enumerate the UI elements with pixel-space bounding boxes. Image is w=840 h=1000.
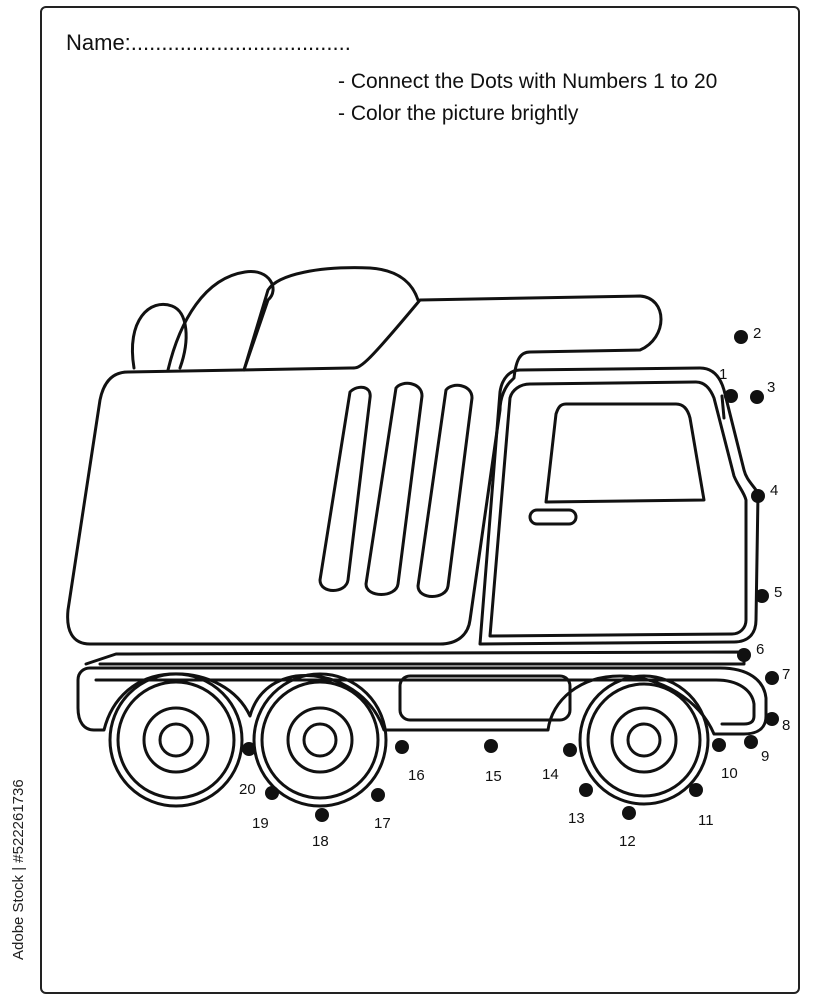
stock-id-watermark: Adobe Stock | #522261736: [10, 779, 27, 960]
fuel-tank: [398, 674, 572, 722]
bed-rib-2: [364, 381, 424, 596]
dot-10: 10: [712, 738, 738, 782]
dump-bed: [66, 294, 663, 646]
dot-13: 13: [568, 783, 593, 827]
dot-number-8: 8: [782, 717, 790, 734]
chassis-body: [76, 666, 768, 736]
dot-3: 3: [750, 379, 775, 404]
dot-15: 15: [484, 739, 502, 785]
dot-marker-1: [724, 389, 738, 403]
dot-2: 2: [734, 325, 761, 344]
dot-number-5: 5: [774, 584, 782, 601]
bed-rib-3: [416, 383, 474, 598]
dot-number-9: 9: [761, 748, 769, 765]
instruction-connect-dots: - Connect the Dots with Numbers 1 to 20: [338, 70, 718, 93]
dot-marker-7: [765, 671, 779, 685]
dot-number-3: 3: [767, 379, 775, 396]
dot-20: 20: [239, 742, 256, 798]
dot-number-1: 1: [719, 366, 727, 383]
dot-number-19: 19: [252, 815, 269, 832]
dot-number-6: 6: [756, 641, 764, 658]
dot-14: 14: [542, 743, 577, 783]
dot-16: 16: [395, 740, 425, 784]
door-handle: [528, 508, 578, 526]
dot-number-14: 14: [542, 766, 559, 783]
cab-inner: [488, 380, 748, 638]
dot-number-16: 16: [408, 767, 425, 784]
dot-6: 6: [737, 641, 764, 662]
dot-marker-4: [751, 489, 765, 503]
dot-number-12: 12: [619, 833, 636, 850]
dot-marker-20: [242, 742, 256, 756]
dot-marker-19: [265, 786, 279, 800]
chassis-inner: [94, 678, 756, 726]
dot-marker-16: [395, 740, 409, 754]
dot-marker-12: [622, 806, 636, 820]
wheel-front: [578, 674, 710, 806]
instruction-color-picture: - Color the picture brightly: [338, 102, 579, 125]
dot-marker-8: [765, 712, 779, 726]
name-field-label: Name:...................................…: [66, 30, 351, 55]
wheel-rear-2: [252, 672, 388, 808]
dot-marker-18: [315, 808, 329, 822]
chassis-rail: [84, 650, 746, 666]
dot-marker-5: [755, 589, 769, 603]
dot-12: 12: [619, 806, 636, 850]
dot-marker-17: [371, 788, 385, 802]
dot-number-20: 20: [239, 781, 256, 798]
dot-19: 19: [252, 786, 279, 832]
dot-number-4: 4: [770, 482, 778, 499]
dot-18: 18: [312, 808, 329, 850]
dot-8: 8: [765, 712, 790, 734]
dot-number-15: 15: [485, 768, 502, 785]
dot-number-13: 13: [568, 810, 585, 827]
cab-nose-line: [720, 394, 726, 420]
dot-marker-11: [689, 783, 703, 797]
dot-7: 7: [765, 666, 790, 685]
dot-4: 4: [751, 482, 778, 503]
dot-marker-14: [563, 743, 577, 757]
dot-marker-6: [737, 648, 751, 662]
cab-window: [544, 402, 706, 504]
dot-11: 11: [689, 783, 714, 829]
bed-rib-1: [318, 385, 372, 592]
dot-number-7: 7: [782, 666, 790, 683]
dot-number-10: 10: [721, 765, 738, 782]
dot-number-2: 2: [753, 325, 761, 342]
dot-number-18: 18: [312, 833, 329, 850]
wheel-rear-1: [108, 672, 244, 808]
dot-5: 5: [755, 584, 782, 603]
dot-number-17: 17: [374, 815, 391, 832]
dot-marker-3: [750, 390, 764, 404]
cargo-load-large: [242, 266, 420, 372]
dot-17: 17: [371, 788, 391, 832]
cargo-load-small: [131, 303, 188, 370]
dot-1: 1: [719, 366, 738, 403]
dot-marker-15: [484, 739, 498, 753]
dot-9: 9: [744, 735, 769, 765]
dot-marker-9: [744, 735, 758, 749]
dot-marker-13: [579, 783, 593, 797]
dot-marker-2: [734, 330, 748, 344]
dot-number-11: 11: [698, 812, 714, 829]
cargo-load-middle: [166, 270, 275, 372]
dot-marker-10: [712, 738, 726, 752]
